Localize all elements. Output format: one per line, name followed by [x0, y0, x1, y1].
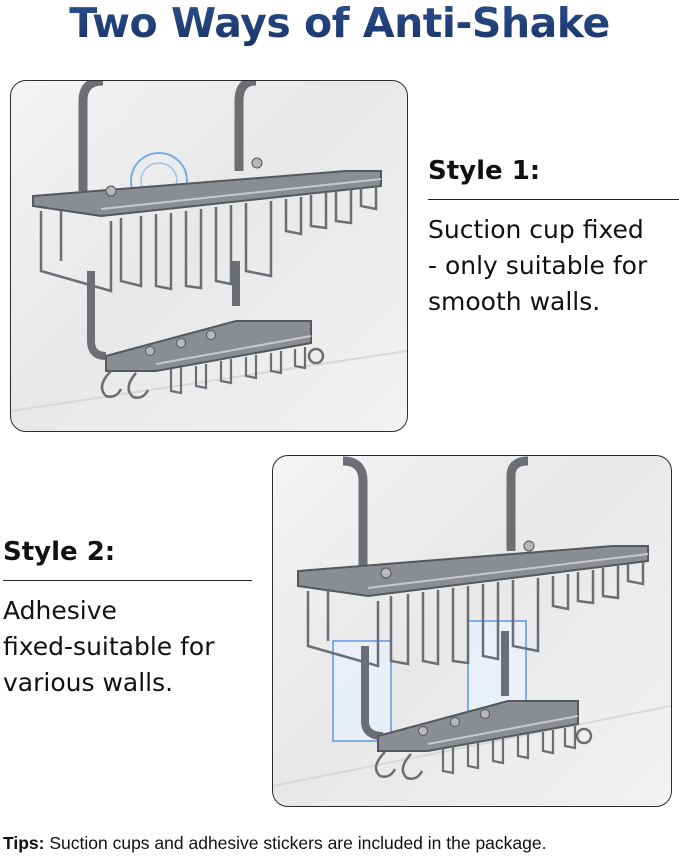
tips-note: Tips: Suction cups and adhesive stickers… [3, 832, 546, 854]
style-1-product-image [10, 80, 408, 432]
tips-text: Suction cups and adhesive stickers are i… [44, 833, 547, 853]
style-1-description-line: - only suitable for [428, 251, 648, 280]
style-1-description-line: smooth walls. [428, 287, 601, 316]
style-2-description-line: fixed-suitable for [3, 632, 215, 661]
style-2-product-image [272, 455, 672, 807]
tips-label: Tips: [3, 833, 45, 853]
shower-caddy-suction-illustration [11, 81, 407, 412]
page-title: Two Ways of Anti-Shake [0, 0, 679, 46]
style-2-section: Style 2: Adhesive fixed-suitable for var… [3, 536, 252, 701]
style-1-heading: Style 1: [428, 155, 679, 200]
shower-caddy-adhesive-illustration [273, 456, 671, 787]
style-2-description-line: various walls. [3, 668, 174, 697]
style-1-description-line: Suction cup fixed [428, 215, 644, 244]
style-2-description-line: Adhesive [3, 596, 117, 625]
style-1-description: Suction cup fixed - only suitable for sm… [428, 212, 679, 320]
style-1-section: Style 1: Suction cup fixed - only suitab… [428, 155, 679, 320]
style-2-description: Adhesive fixed-suitable for various wall… [3, 593, 252, 701]
style-2-heading: Style 2: [3, 536, 252, 581]
